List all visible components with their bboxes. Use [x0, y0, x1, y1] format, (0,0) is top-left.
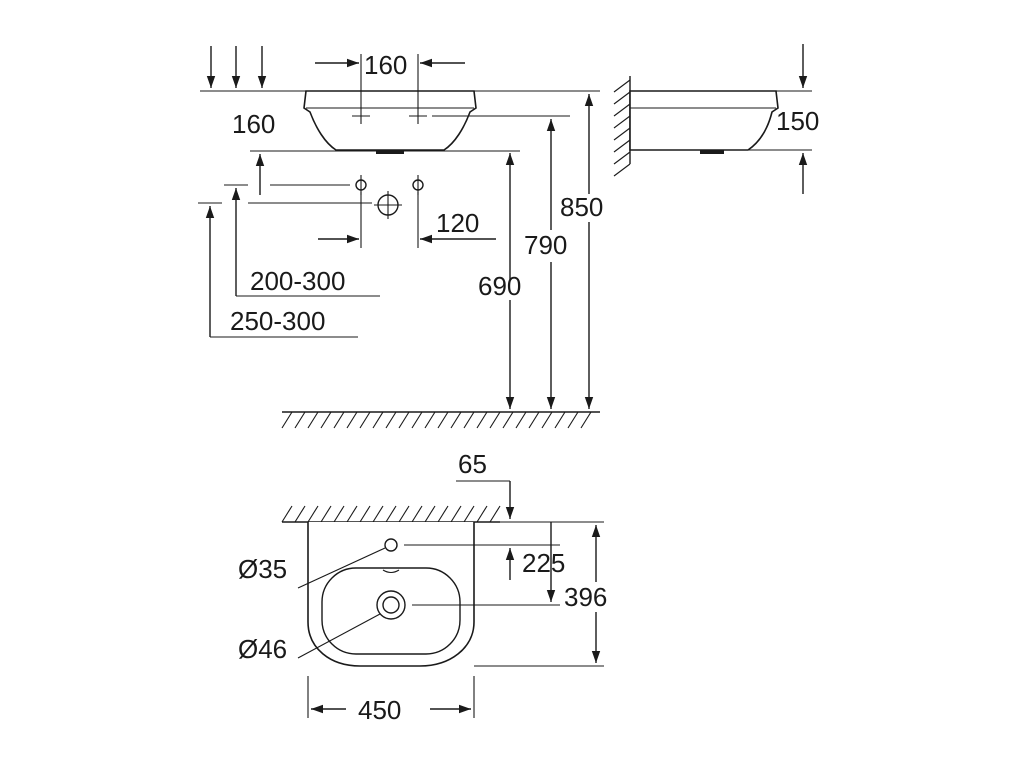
- waste-diameter-label: Ø46: [238, 634, 287, 664]
- wall-offset-label: 65: [458, 449, 487, 479]
- tap-hole-right-marker: [409, 108, 427, 124]
- waste-diameter-leader: [297, 613, 381, 659]
- plan-view: 65 225 396 Ø35 Ø46 450: [238, 449, 607, 725]
- basin-bowl-outline: [321, 567, 461, 655]
- wall-hatching-plan: [281, 505, 501, 523]
- rim-850-label: 850: [560, 192, 603, 222]
- waste-outer-plan: [376, 590, 406, 620]
- tap-hole-diameter-label: Ø35: [238, 554, 287, 584]
- waste-inner-plan: [382, 596, 400, 614]
- tap-spacing-label: 160: [364, 50, 407, 80]
- supply-spacing-label: 120: [436, 208, 479, 238]
- side-depth-label: 150: [776, 106, 819, 136]
- side-elevation: 150: [613, 44, 819, 194]
- waste-height-range-label: 250-300: [230, 306, 325, 336]
- basin-front-view: [303, 90, 477, 151]
- basin-top-offset-label: 160: [232, 109, 275, 139]
- wall-hatching-side: [613, 76, 631, 177]
- waste-outlet-front: [376, 150, 404, 154]
- tap-hole-left-marker: [352, 108, 370, 124]
- underside-790-label: 790: [524, 230, 567, 260]
- waste-height-690-label: 690: [478, 271, 521, 301]
- supply-height-range-label: 200-300: [250, 266, 345, 296]
- basin-side-view: [629, 90, 779, 151]
- overflow-slot: [382, 569, 400, 574]
- floor-hatching: [281, 411, 600, 429]
- projection-label: 396: [564, 582, 607, 612]
- width-label: 450: [358, 695, 401, 725]
- waste-outlet-side: [700, 150, 724, 154]
- tap-hole-diameter-leader: [297, 547, 386, 589]
- tap-hole-plan: [384, 538, 398, 552]
- front-elevation: 160 160 120 200-300 250-300: [198, 46, 603, 429]
- tap-to-waste-label: 225: [522, 548, 565, 578]
